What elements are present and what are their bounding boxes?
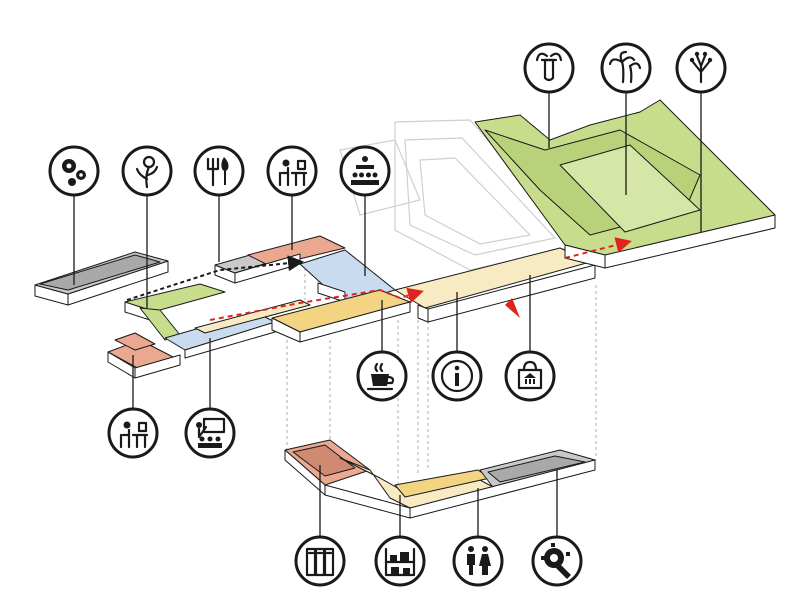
- plant-lab-icon: [523, 42, 575, 94]
- lower-floor: [284, 439, 596, 519]
- office-desk-icon: [107, 407, 159, 459]
- classroom-icon: [184, 407, 236, 459]
- garden-tools-icon: [193, 145, 245, 197]
- flower-icon: [121, 145, 173, 197]
- herb-garden-icon: [675, 42, 727, 94]
- toilets-icon: [452, 535, 504, 587]
- visitor-route: [126, 237, 632, 321]
- storage-shelf-icon: [374, 535, 426, 587]
- gears-icon: [48, 145, 100, 197]
- upper-floor: [34, 99, 776, 379]
- information-icon: [431, 350, 483, 402]
- service-block-left: [34, 251, 169, 306]
- leader-lines: [73, 92, 702, 537]
- botanical-block: [474, 99, 776, 269]
- lecture-audience-icon: [339, 145, 391, 197]
- coffee-cup-icon: [356, 350, 408, 402]
- circulation-corridor: [394, 247, 596, 323]
- botanical-l-block: [124, 283, 226, 341]
- office-block: [214, 235, 346, 284]
- palm-house-icon: [600, 42, 652, 94]
- maintenance-wrench-icon: [531, 535, 583, 587]
- shop-bag-icon: [504, 350, 556, 402]
- lockers-icon: [294, 535, 346, 587]
- education-cafe: [194, 249, 411, 343]
- floor-guides: [286, 268, 597, 495]
- office-desk-icon: [266, 145, 318, 197]
